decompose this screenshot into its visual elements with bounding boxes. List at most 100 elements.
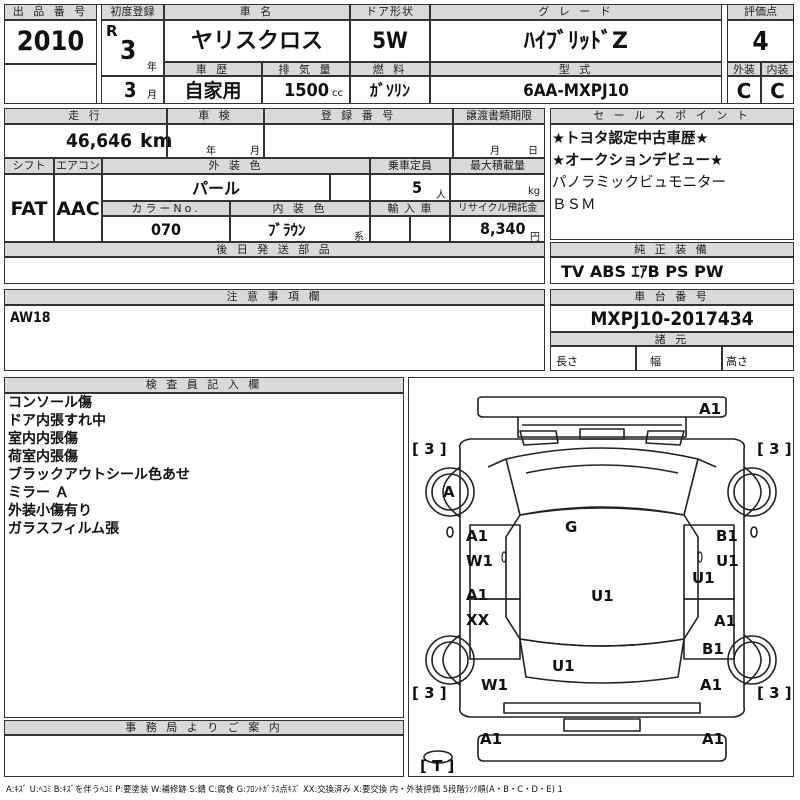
damage-mark: A	[443, 483, 455, 501]
displacement-unit: cc	[332, 88, 343, 99]
car-name: ヤリスクロス	[164, 20, 350, 62]
import-cell-b	[410, 216, 450, 242]
sales-item: ★オークションデビュー★	[552, 153, 723, 169]
body-outline	[458, 438, 746, 718]
height-label: 高さ	[726, 355, 748, 368]
sales-label: セ ー ル ス ポ イ ン ト	[550, 108, 794, 124]
car-diagram-box	[408, 377, 794, 777]
damage-mark: A1	[702, 730, 725, 748]
deadline-month-unit: 月	[490, 146, 500, 157]
damage-mark: A1	[714, 612, 737, 630]
damage-mark: U1	[692, 569, 715, 587]
damage-mark: U1	[552, 657, 575, 675]
seats-unit: 人	[436, 190, 446, 201]
color-value: パール	[102, 174, 330, 201]
tire-grade: [ 3 ]	[757, 684, 792, 702]
inspector-box	[4, 393, 404, 718]
seats-label: 乗車定員	[370, 158, 450, 174]
mileage-cell	[4, 124, 167, 158]
width-cell	[636, 346, 722, 371]
windshield	[505, 447, 699, 516]
recycle-label: リサイクル預託金	[450, 201, 545, 216]
grade-label: グ レ ー ド	[430, 4, 722, 20]
damage-mark: U1	[716, 552, 739, 570]
sales-item: ★トヨタ認定中古車歴★	[552, 131, 709, 147]
inspector-line: ドア内張すれ中	[8, 413, 106, 429]
length-label: 長さ	[556, 355, 578, 368]
car-history: 自家用	[164, 76, 262, 104]
colorno-value: 070	[102, 216, 230, 242]
inspector-line: 外装小傷有り	[8, 503, 92, 519]
tire-left-front	[425, 467, 475, 517]
damage-mark: U1	[591, 587, 614, 605]
interior-color-unit: 系	[354, 232, 364, 243]
notes-box	[4, 305, 545, 371]
deadline-cell	[453, 124, 545, 158]
front-bumper	[477, 396, 727, 418]
color-extra	[330, 174, 370, 201]
exterior-grade: C	[727, 76, 761, 104]
grade: ﾊｲﾌﾞﾘｯﾄﾞZ	[430, 20, 722, 62]
right-headlight	[645, 430, 685, 446]
sales-item: パノラミックビュモニター	[552, 175, 726, 191]
mileage-unit: km	[140, 130, 173, 152]
roof	[505, 507, 699, 647]
first-reg-cell	[101, 20, 164, 76]
interior-color: ﾌﾞﾗｳﾝ	[268, 221, 306, 239]
hood	[517, 417, 687, 438]
later-parts-cell	[4, 257, 545, 284]
model-code: 6AA-MXPJ10	[430, 76, 722, 104]
fuel-label: 燃 料	[350, 62, 430, 76]
door-label: ドア形状	[350, 4, 430, 20]
tire-grade: [ 3 ]	[412, 684, 447, 702]
tire-grade: [ 3 ]	[412, 440, 447, 458]
first-reg-label: 初度登録	[101, 4, 164, 20]
rear-window	[519, 638, 685, 684]
tire-right-front	[727, 467, 777, 517]
left-rear-door	[469, 598, 521, 660]
score: 4	[727, 20, 794, 62]
right-rear-door	[683, 598, 735, 660]
interior-grade: C	[761, 76, 794, 104]
import-label: 輸 入 車	[370, 201, 450, 216]
equipment-label: 純 正 装 備	[550, 242, 794, 257]
inspection-label: 車 検	[167, 108, 264, 124]
damage-mark: G	[565, 518, 578, 536]
office-label: 事 務 局 よ り ご 案 内	[4, 720, 404, 735]
history-label: 車 歴	[164, 62, 262, 76]
color-label: 外 装 色	[102, 158, 370, 174]
damage-mark: W1	[481, 676, 508, 694]
damage-mark: A1	[466, 527, 489, 545]
left-mirror	[446, 526, 454, 538]
deadline-day-unit: 日	[528, 146, 538, 157]
interior-color-label: 内 装 色	[230, 201, 370, 216]
license-plate	[563, 718, 641, 732]
era-label: R	[106, 22, 118, 40]
registration-cell	[264, 124, 453, 158]
ac-value: AAC	[54, 174, 102, 242]
ac-label: エアコン	[54, 158, 102, 174]
height-cell	[722, 346, 794, 371]
inspector-line: 荷室内張傷	[8, 449, 78, 465]
car-diagram	[423, 396, 777, 764]
inspector-line: ミラー Ａ	[8, 485, 69, 501]
sales-list: ★トヨタ認定中古車歴★ ★オークションデビュー★ パノラミックビュモニター ＢＳ…	[552, 128, 792, 216]
load-unit: kg	[528, 186, 541, 197]
sales-box	[550, 124, 794, 240]
chassis-label: 車 台 番 号	[550, 289, 794, 305]
inspection-year-unit: 年	[206, 146, 216, 157]
interior-color-cell	[230, 216, 370, 242]
equipment-value: TV ABS ｴｱB PS PW	[550, 257, 794, 284]
model-label: 型 式	[430, 62, 722, 76]
damage-mark: B1	[716, 527, 738, 545]
inspector-line: ガラスフィルム張	[8, 521, 120, 537]
reg-year-unit: 年	[147, 62, 157, 73]
office-box	[4, 735, 404, 777]
colorno-label: カラーNo.	[102, 201, 230, 216]
inspection-cell	[167, 124, 264, 158]
later-parts-label: 後 日 発 送 部 品	[4, 242, 545, 257]
inspector-line: コンソール傷	[8, 395, 92, 411]
tire-grade: [ T ]	[420, 757, 455, 775]
lot-empty	[4, 64, 97, 104]
dims-label: 諸 元	[550, 332, 794, 346]
